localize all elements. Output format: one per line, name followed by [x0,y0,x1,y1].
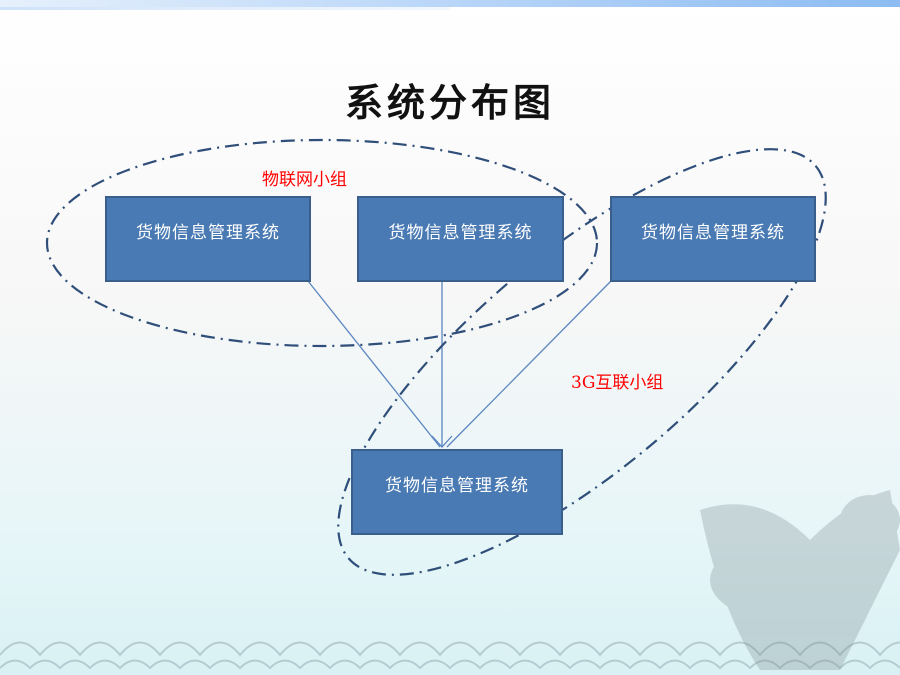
3g-group-label: 3G互联小组 [571,373,664,393]
system-node-central: 货物信息管理系统 [351,449,563,535]
dragon-decoration [700,490,900,670]
page-title: 系统分布图 [344,80,555,125]
system-node-2: 货物信息管理系统 [357,196,564,282]
system-node-3: 货物信息管理系统 [610,196,816,282]
system-node-1: 货物信息管理系统 [105,196,311,282]
wave-border [0,641,900,670]
top-banner [0,0,900,7]
connector-lines [307,280,612,448]
iot-group-boundary [45,138,599,348]
iot-group-label: 物联网小组 [262,170,347,190]
top-banner-accent [0,7,450,10]
